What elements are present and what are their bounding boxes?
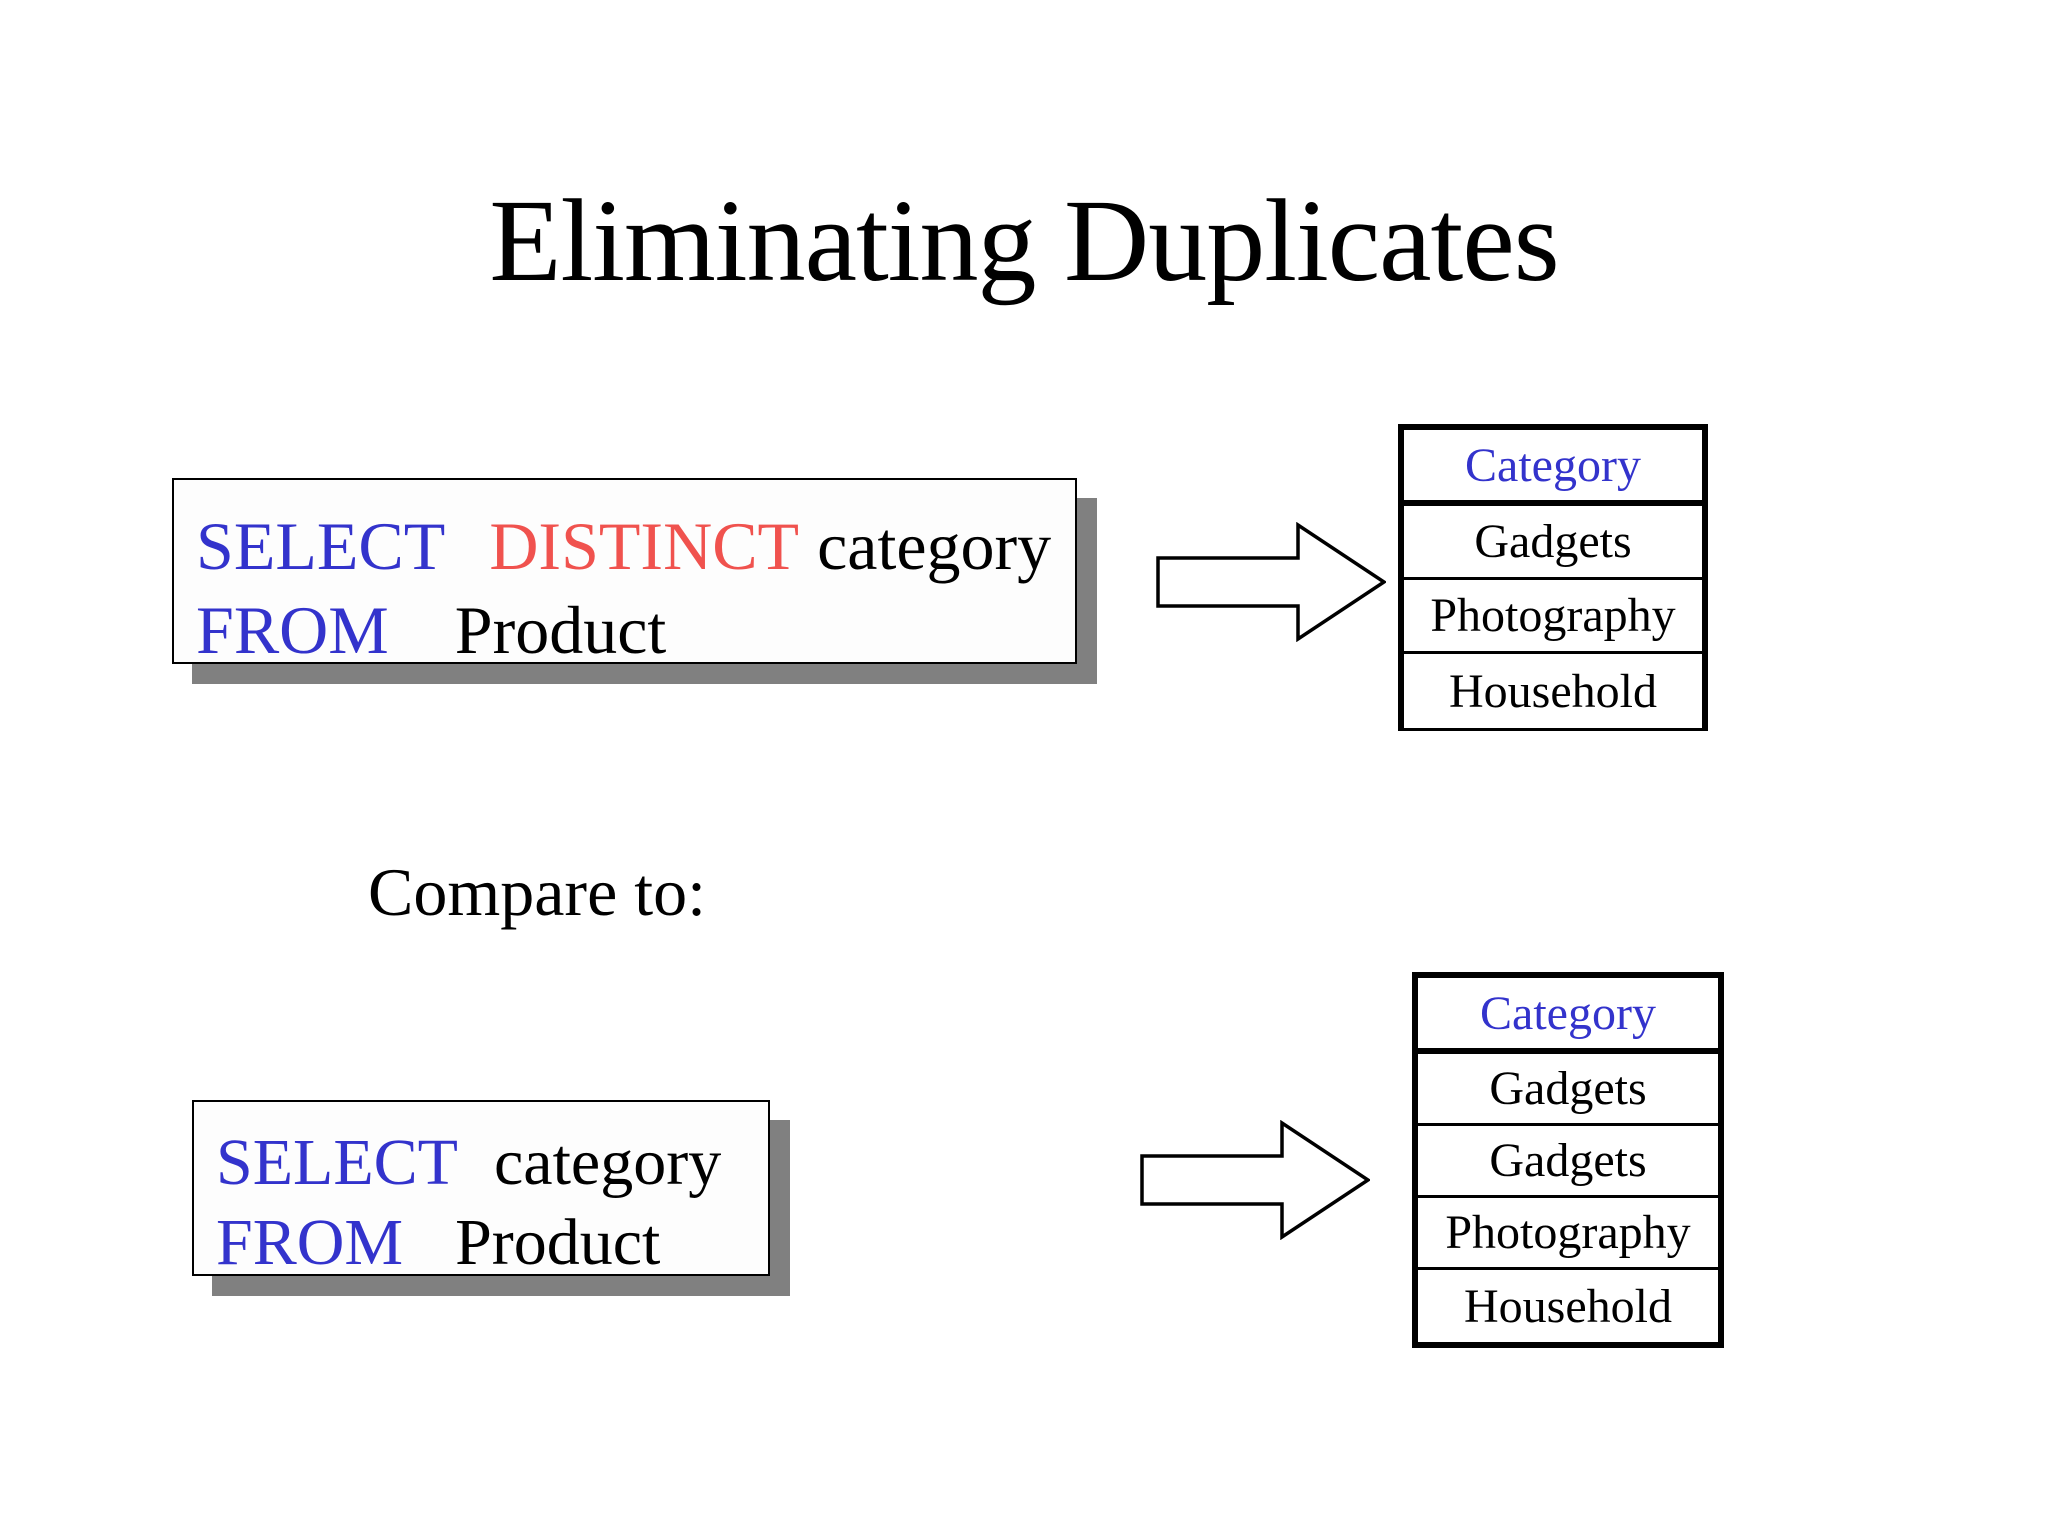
sql-table-product: Product — [454, 592, 667, 668]
compare-to-label: Compare to: — [368, 854, 707, 930]
sql-keyword-from: FROM — [216, 1206, 404, 1279]
page-title: Eliminating Duplicates — [489, 175, 1559, 306]
table-row: Photography — [1418, 1198, 1718, 1270]
right-arrow-svg — [1140, 1119, 1372, 1241]
sql-keyword-distinct: DISTINCT — [489, 508, 800, 584]
sql-column-category: category — [817, 508, 1052, 584]
right-arrow-icon — [1140, 1119, 1372, 1241]
table-header-category: Category — [1418, 978, 1718, 1054]
sql-keyword-from: FROM — [196, 592, 389, 668]
right-arrow-icon — [1156, 521, 1388, 643]
result-table-distinct: Category Gadgets Photography Household — [1398, 424, 1708, 731]
result-table-plain: Category Gadgets Gadgets Photography Hou… — [1412, 972, 1724, 1348]
sql-table-product: Product — [455, 1206, 661, 1279]
table-row: Photography — [1404, 580, 1702, 654]
table-row: Gadgets — [1418, 1054, 1718, 1126]
sql-keyword-select: SELECT — [196, 508, 446, 584]
table-row: Gadgets — [1404, 506, 1702, 580]
table-row: Household — [1418, 1270, 1718, 1342]
table-row: Gadgets — [1418, 1126, 1718, 1198]
table-row: Household — [1404, 654, 1702, 728]
sql-keyword-select: SELECT — [216, 1126, 458, 1199]
sql-column-category: category — [494, 1126, 722, 1199]
right-arrow-svg — [1156, 521, 1388, 643]
table-header-category: Category — [1404, 430, 1702, 506]
